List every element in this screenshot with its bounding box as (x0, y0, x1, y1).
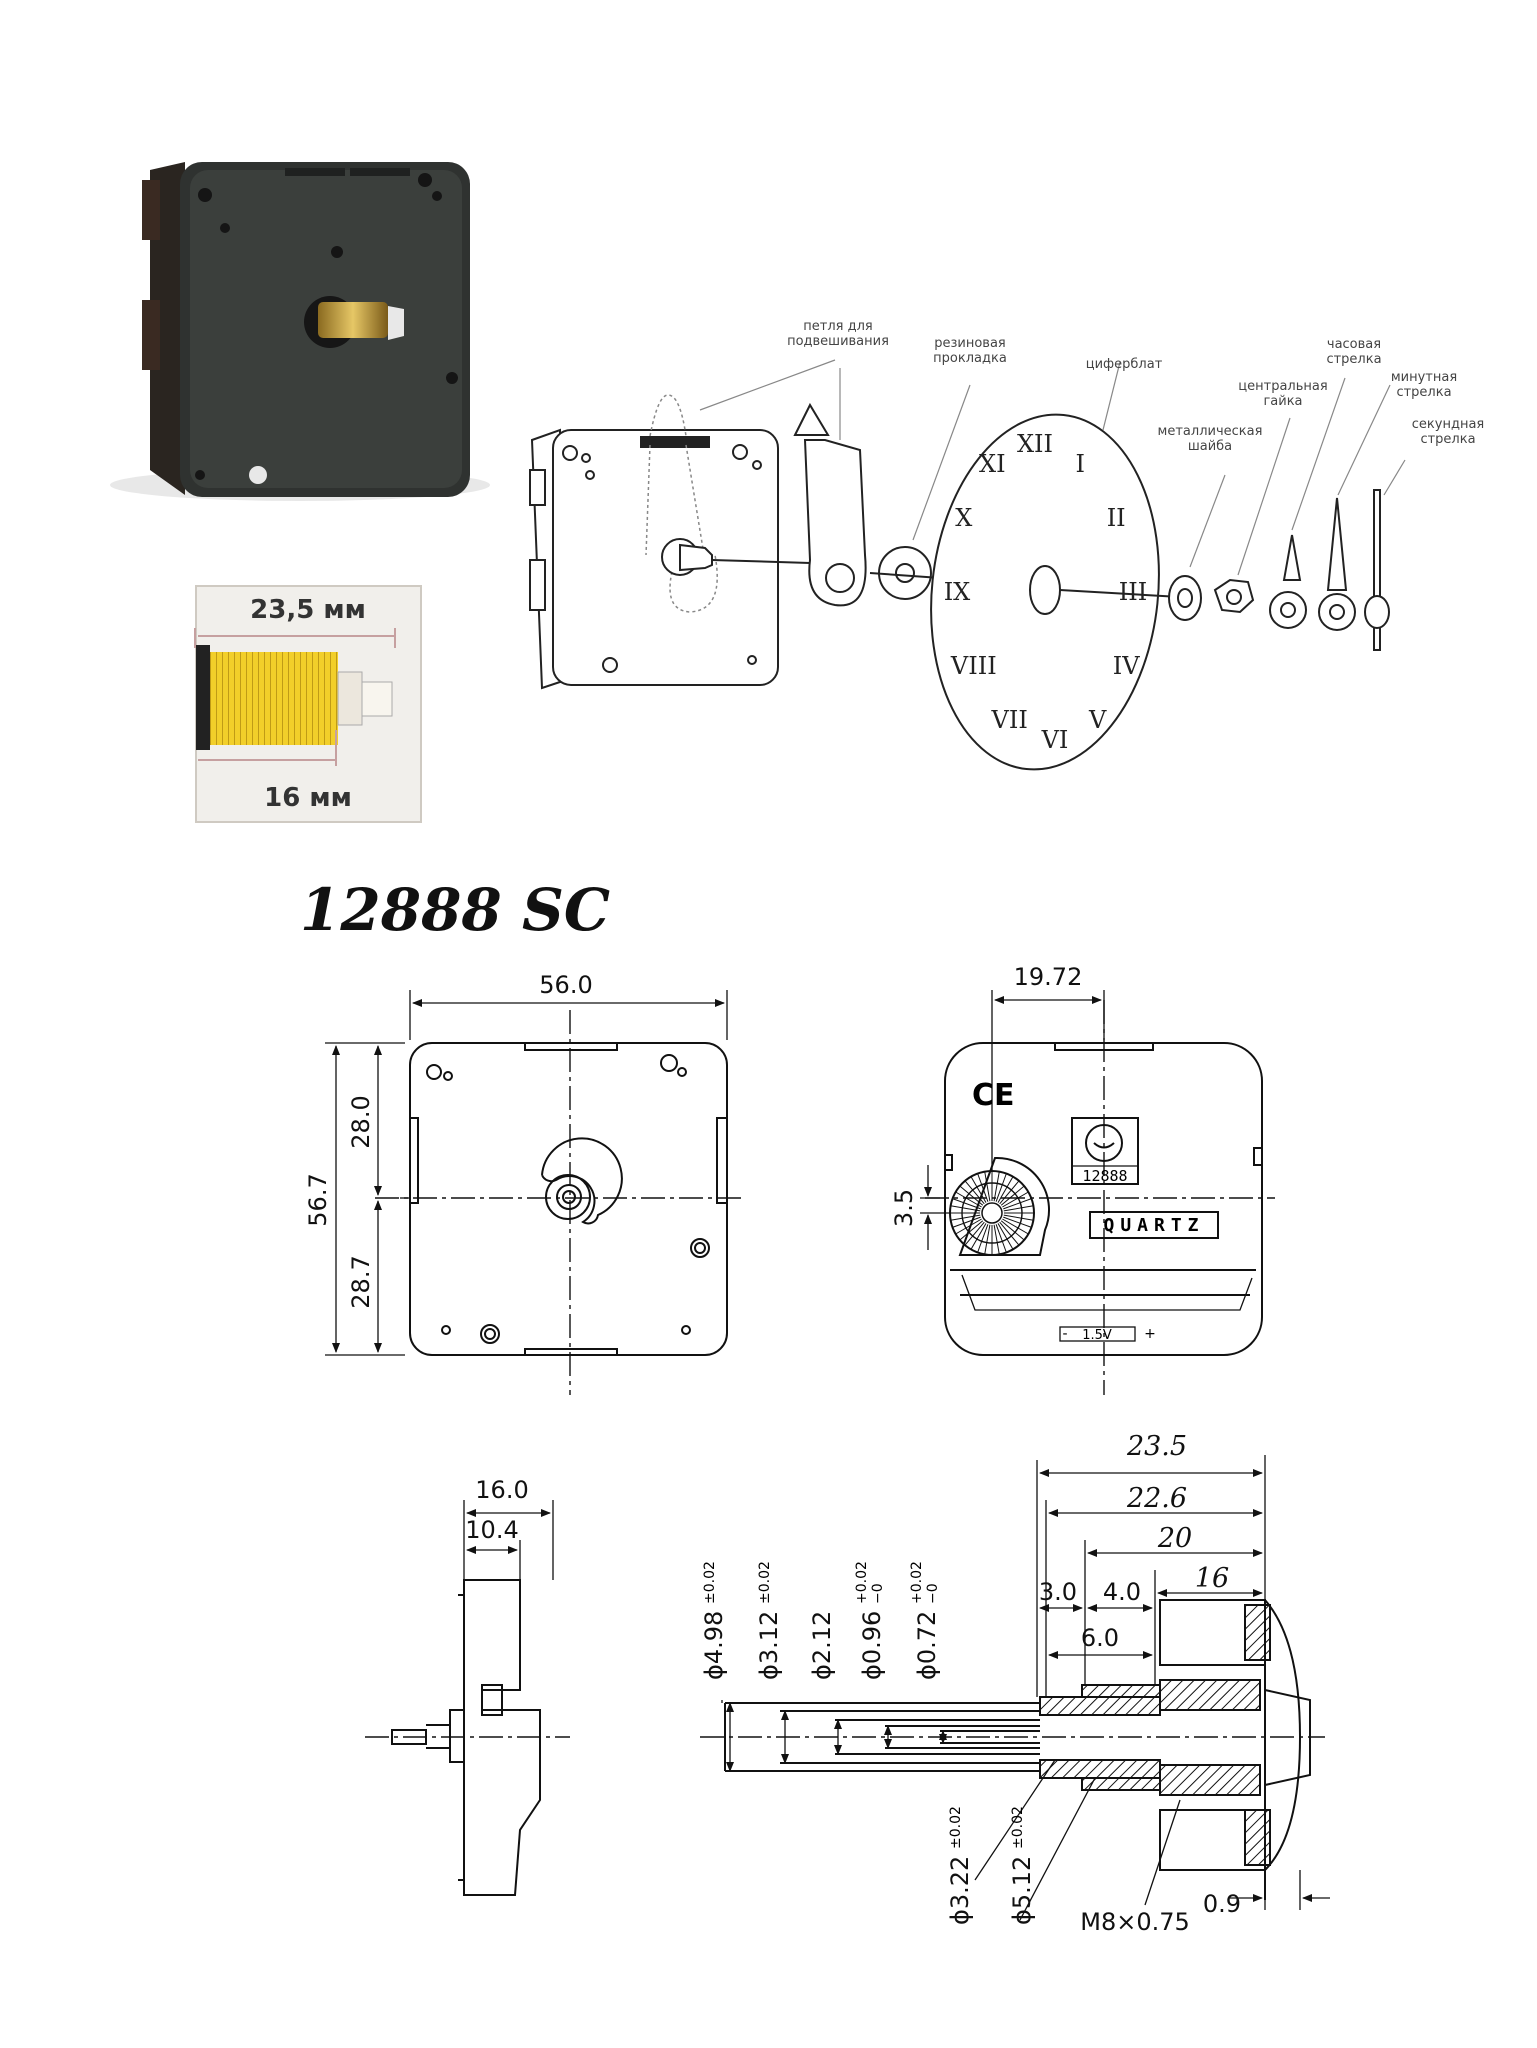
dial-numeral: XI (979, 450, 1006, 478)
diameter-label-0-96: ϕ0.96 +0.02−0 (854, 1561, 886, 1680)
step-6-0: 6.0 (1081, 1624, 1119, 1652)
metal-washer-label: металлическая (1158, 424, 1263, 439)
side-view (365, 1500, 570, 1896)
diameter-value: ϕ3.22 (946, 1856, 974, 1925)
battery-plus: + (1144, 1326, 1156, 1342)
dial-numeral: I (1076, 450, 1085, 478)
exploded-assembly (529, 359, 1406, 771)
model-title: 12888 SC (300, 876, 610, 944)
logo-number: 12888 (1082, 1167, 1127, 1185)
photo-dim-bottom: 16 мм (264, 783, 352, 813)
diameter-tolerance-up: +0.02 (854, 1561, 870, 1604)
length-23-5: 23.5 (1126, 1431, 1187, 1462)
minute-hand-label: стрелка (1396, 385, 1451, 400)
diameter-tolerance-down: −0 (925, 1583, 941, 1604)
back-view (920, 990, 1275, 1395)
shaft-section (700, 1455, 1330, 1921)
diameter-tolerance-up: +0.02 (909, 1561, 925, 1604)
dial-numeral: XII (1017, 430, 1053, 458)
diameter-tolerance: ±0.02 (1010, 1806, 1026, 1849)
quartz-label: QUARTZ (1103, 1215, 1204, 1236)
diameter-tolerance-down: −0 (870, 1583, 886, 1604)
diameter-tolerance: ±0.02 (948, 1806, 964, 1849)
diameter-value: ϕ5.12 (1008, 1856, 1036, 1925)
photo-dim-top: 23,5 мм (250, 595, 366, 625)
side-depth-body: 10.4 (465, 1516, 518, 1544)
diameter-value: ϕ4.98 (700, 1611, 728, 1680)
hanger-loop-label: подвешивания (787, 334, 889, 349)
diameter-value: ϕ0.72 (913, 1611, 941, 1680)
diameter-label-2-12: ϕ2.12 (808, 1611, 836, 1680)
shaft-photo: 23,5 мм 16 мм (194, 585, 422, 823)
front-view (325, 990, 745, 1395)
dial-numeral: X (955, 504, 972, 532)
step-3-0: 3.0 (1039, 1578, 1077, 1606)
diameter-value: ϕ3.12 (755, 1611, 783, 1680)
diameter-tolerance: ±0.02 (757, 1561, 773, 1604)
second-hand-label: секундная (1412, 417, 1484, 432)
center-nut-label: гайка (1263, 394, 1302, 409)
minute-hand-label: минутная (1391, 370, 1457, 385)
dial-numeral: II (1107, 504, 1126, 532)
metal-washer-label: шайба (1188, 439, 1232, 454)
front-height-dim: 56.7 (304, 1173, 332, 1226)
hour-hand-label: стрелка (1326, 352, 1381, 367)
dial-numeral: VIII (950, 652, 997, 680)
diameter-value: ϕ0.96 (858, 1611, 886, 1680)
diameter-label-4-98: ϕ4.98 ±0.02 (700, 1561, 728, 1680)
diameter-label-3-12: ϕ3.12 ±0.02 (755, 1561, 783, 1680)
front-upper-dim: 28.0 (347, 1095, 375, 1148)
rubber-gasket-label: прокладка (933, 351, 1007, 366)
battery-label: 1.5V (1082, 1328, 1112, 1343)
movement-photo (110, 162, 490, 501)
battery-minus: - (1062, 1326, 1067, 1342)
dial-numeral: IV (1113, 652, 1140, 680)
back-offset-dim: 19.72 (1014, 963, 1083, 991)
dial-numeral: VII (991, 706, 1028, 734)
diameter-label-0-72: ϕ0.72 +0.02−0 (909, 1561, 941, 1680)
dial-label: циферблат (1086, 357, 1163, 372)
length-22-6: 22.6 (1126, 1483, 1187, 1514)
second-hand-label: стрелка (1420, 432, 1475, 447)
dial-numeral: IX (944, 578, 971, 606)
back-gear-offset-dim: 3.5 (890, 1189, 918, 1227)
dial-numeral: V (1088, 706, 1107, 734)
diameter-label-5-12: ϕ5.12 ±0.02 (1008, 1806, 1036, 1925)
dial-numeral: III (1119, 578, 1147, 606)
diameter-tolerance: ±0.02 (702, 1561, 718, 1604)
flange-dim: 0.9 (1203, 1890, 1241, 1918)
hanger-loop-label: петля для (803, 319, 872, 334)
step-4-0: 4.0 (1103, 1578, 1141, 1606)
thread-spec: M8×0.75 (1080, 1908, 1190, 1936)
length-16: 16 (1195, 1563, 1229, 1594)
dial-numeral: VI (1041, 726, 1069, 754)
diameter-value: ϕ2.12 (808, 1611, 836, 1680)
center-nut-label: центральная (1238, 379, 1327, 394)
rubber-gasket-label: резиновая (934, 336, 1006, 351)
ce-mark: CE (972, 1078, 1015, 1113)
side-depth-total: 16.0 (475, 1476, 528, 1504)
front-lower-dim: 28.7 (347, 1255, 375, 1308)
diameter-label-3-22: ϕ3.22 ±0.02 (946, 1806, 974, 1925)
length-20: 20 (1157, 1523, 1192, 1554)
hour-hand-label: часовая (1327, 337, 1381, 352)
front-width-dim: 56.0 (539, 971, 592, 999)
